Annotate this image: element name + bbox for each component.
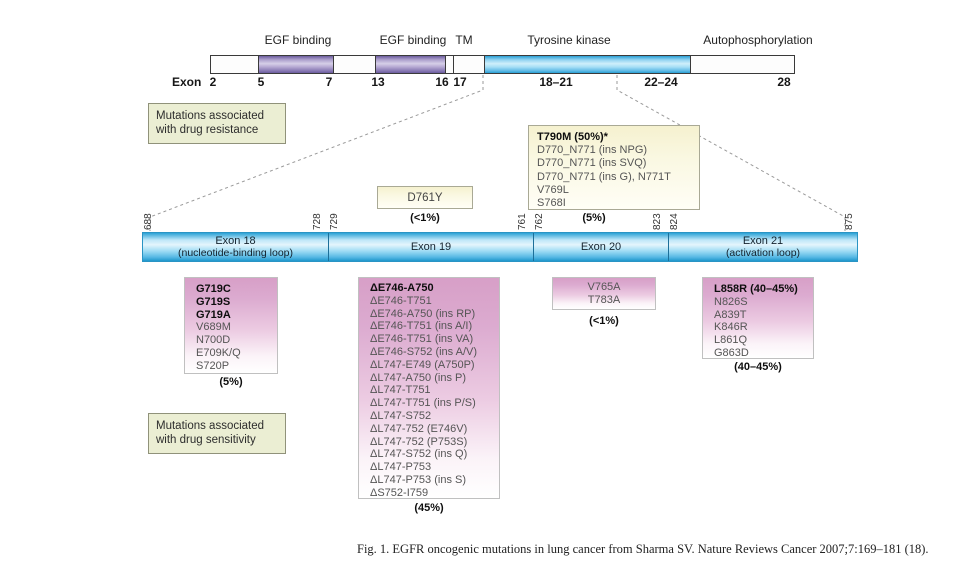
mutation-entry: V765A [587,281,621,293]
exon-tick-18-21: 18–21 [539,75,573,89]
residue-824: 824 [669,213,680,230]
egf-binding-segment-2 [375,56,446,73]
exon-axis-label: Exon [172,75,202,89]
mutation-entry: T783A [587,293,621,306]
drug-resistance-note: Mutations associated with drug resistanc… [148,103,286,144]
residue-875: 875 [844,213,855,230]
mutation-entry: L861Q [714,334,748,347]
mutation-entry: ΔL747-752 (E746V) [370,422,468,435]
figure-caption: Fig. 1. EGFR oncogenic mutations in lung… [357,542,929,556]
exon19-label: Exon 19 [410,240,452,253]
kinase-exon-bar: Exon 18 (nucleotide-binding loop) Exon 1… [142,232,858,262]
exon-tick-13: 13 [371,75,385,89]
mutation-entry: N826S [714,295,748,308]
mutation-entry: K846R [714,321,748,334]
exon21-label: Exon 21 [742,234,784,247]
exon18-cell: Exon 18 (nucleotide-binding loop) [143,233,329,261]
exon-tick-5: 5 [257,75,265,89]
mutation-entry: V769L [537,183,569,196]
residue-728: 728 [312,213,323,230]
d761y-mutation-box: D761Y [377,186,473,209]
exon18-sublabel: (nucleotide-binding loop) [178,247,293,260]
mutation-entry: ΔL747-752 (P753S) [370,435,468,448]
mutation-entry: A839T [714,308,747,321]
mutation-entry: D770_N771 (ins SVQ) [537,157,647,170]
exon18-frequency: (5%) [219,376,243,388]
residue-823: 823 [652,213,663,230]
mutation-entry: E709K/Q [196,346,241,359]
t790m-frequency: (5%) [582,212,606,224]
residue-688: 688 [143,213,154,230]
mutation-entry: V689M [196,321,231,334]
domain-label-egf-binding-1: EGF binding [264,33,332,47]
exon20-cell: Exon 20 [534,233,669,261]
mutation-entry: L858R (40–45%) [714,283,798,295]
domain-label-tm: TM [455,33,473,47]
mutation-entry: ΔL747-S752 (ins Q) [370,448,468,461]
exon21-cell: Exon 21 (activation loop) [669,233,857,261]
exon-tick-7: 7 [325,75,333,89]
mutation-entry: D770_N771 (ins NPG) [537,144,648,157]
mutation-entry: S720P [196,359,230,372]
mutation-entry: G719C [196,283,231,295]
mutation-entry: ΔL747-T751 (ins P/S) [370,397,476,410]
mutation-entry: ΔL747-A750 (ins P) [370,371,467,384]
mutation-entry: ΔL747-T751 [370,384,431,397]
mutation-entry: ΔE746-S752 (ins A/V) [370,345,478,358]
mutation-entry: ΔE746-A750 (ins RP) [370,307,476,320]
residue-762: 762 [534,213,545,230]
mutation-entry: ΔL747-S752 [370,409,432,422]
residue-761: 761 [517,213,528,230]
mutation-entry: D770_N771 (ins G), N771T [537,170,671,183]
egf-binding-segment-1 [258,56,334,73]
tm-segment-divider [453,56,454,73]
exon-tick-16: 16 [435,75,449,89]
mutation-entry: S768I [537,197,566,210]
exon-tick-28: 28 [777,75,791,89]
domain-label-egf-binding-2: EGF binding [379,33,447,47]
exon-tick-17: 17 [453,75,467,89]
exon19-cell: Exon 19 [329,233,534,261]
protein-domain-bar [210,55,795,74]
residue-729: 729 [329,213,340,230]
exon-tick-22-24: 22–24 [644,75,678,89]
tyrosine-kinase-segment [484,56,691,73]
mutation-entry: G863D [714,346,749,359]
domain-label-autophosphorylation: Autophosphorylation [703,33,813,47]
exon19-frequency: (45%) [414,502,444,514]
exon21-sublabel: (activation loop) [725,247,801,260]
mutation-entry: ΔS752-I759 [370,486,429,499]
mutation-entry: T790M (50%)* [537,131,608,143]
mutation-entry: ΔL747-E749 (A750P) [370,358,475,371]
exon20-frequency: (<1%) [589,315,619,327]
domain-label-tyrosine-kinase: Tyrosine kinase [527,33,611,47]
mutation-entry: ΔL747-P753 (ins S) [370,473,467,486]
mutation-entry: ΔE746-T751 (ins A/I) [370,320,473,333]
mutation-entry: ΔL747-P753 [370,461,432,474]
exon-tick-2: 2 [209,75,217,89]
mutation-entry: G719S [196,295,231,308]
mutation-entry: N700D [196,334,231,347]
mutation-entry: ΔE746-T751 [370,294,432,307]
exon21-frequency: (40–45%) [734,361,782,373]
exon20-label: Exon 20 [580,240,622,253]
exon18-label: Exon 18 [215,234,256,247]
mutation-entry: ΔE746-T751 (ins VA) [370,333,474,346]
d761y-frequency: (<1%) [410,212,440,224]
mutation-entry: G719A [196,308,231,321]
t790m-mutation-box: T790M (50%)*D770_N771 (ins NPG)D770_N771… [528,125,700,210]
drug-sensitivity-note: Mutations associated with drug sensitivi… [148,413,286,454]
mutation-entry: ΔE746-A750 [370,282,434,294]
